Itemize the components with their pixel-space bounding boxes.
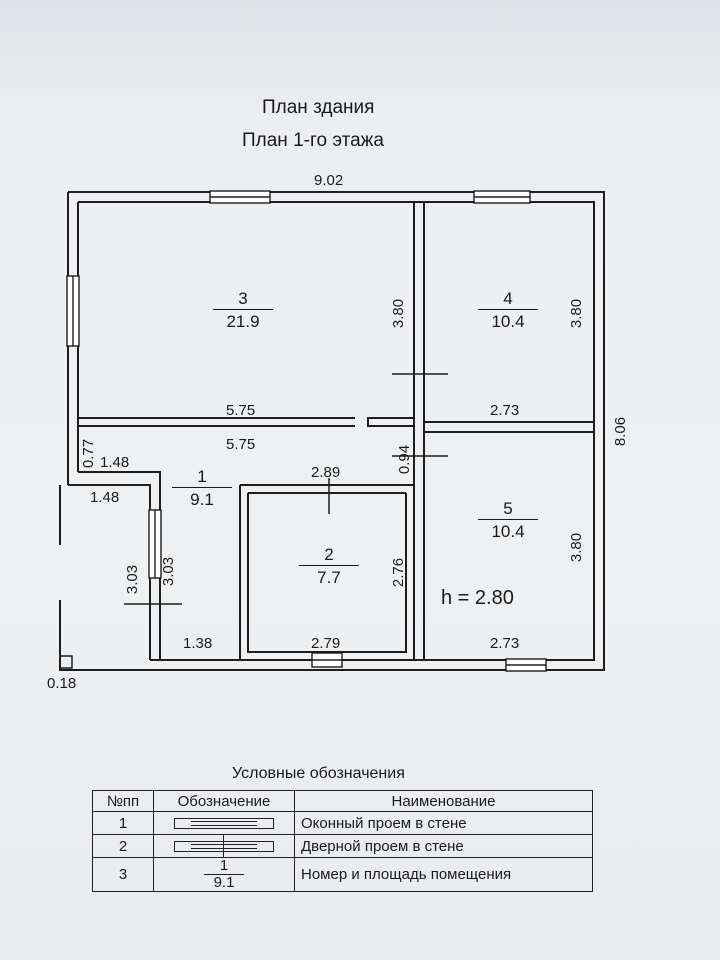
legend-row-door: 2 Дверной проем в стене <box>92 834 593 859</box>
partition-room4-5 <box>424 421 594 433</box>
room-number-sample: 1 9.1 <box>204 858 244 891</box>
dim-corridor-bottom: 1.38 <box>183 635 213 652</box>
room-label-5: 5 10.4 <box>478 500 538 540</box>
sample-number: 1 <box>204 858 244 875</box>
room-area: 21.9 <box>226 312 260 331</box>
dim-room4-width: 2.73 <box>490 402 520 419</box>
corner-mark <box>59 655 73 669</box>
dim-entry-width-lower: 1.48 <box>90 489 120 506</box>
legend-row-no: 1 <box>92 811 154 835</box>
entry-wall <box>68 471 161 660</box>
dim-room2-width-top: 2.89 <box>311 464 341 481</box>
room-label-1: 1 9.1 <box>172 468 232 508</box>
room-area: 7.7 <box>317 568 341 587</box>
sample-area: 9.1 <box>213 873 235 891</box>
dim-room3-height: 3.80 <box>390 298 408 329</box>
dim-entry-width-upper: 1.48 <box>100 454 130 471</box>
legend-table: №пп Обозначение Наименование 1 Оконный п… <box>92 790 593 892</box>
legend-row-symbol <box>153 834 295 859</box>
dim-room3-width-lower: 5.75 <box>226 436 256 453</box>
legend-header-symbol: Обозначение <box>153 790 295 812</box>
doors <box>124 373 448 605</box>
page-title: План здания <box>262 97 375 118</box>
room-number: 5 <box>478 500 538 520</box>
legend-header-name: Наименование <box>294 790 593 812</box>
room-number: 1 <box>172 468 232 488</box>
dim-wall-offset: 0.18 <box>47 675 77 692</box>
room-area: 10.4 <box>491 522 525 541</box>
legend-row-no: 2 <box>92 834 154 858</box>
legend-row-symbol <box>153 811 295 835</box>
dim-corridor-height-right: 3.03 <box>160 556 178 587</box>
room-number: 2 <box>299 546 359 566</box>
page-subtitle: План 1-го этажа <box>242 130 384 151</box>
room-label-3: 3 21.9 <box>213 290 273 330</box>
legend-row-name: Оконный проем в стене <box>294 811 593 835</box>
legend-header-no: №пп <box>92 790 154 812</box>
dim-overall-depth: 8.06 <box>612 416 630 447</box>
legend-row-symbol: 1 9.1 <box>153 857 295 892</box>
room-label-4: 4 10.4 <box>478 290 538 330</box>
room-label-2: 2 7.7 <box>299 546 359 586</box>
door-symbol-icon <box>174 834 274 859</box>
partition-room3 <box>78 417 355 427</box>
dim-room3-width-upper: 5.75 <box>226 402 256 419</box>
legend-header-row: №пп Обозначение Наименование <box>92 790 593 812</box>
dim-overall-width: 9.02 <box>314 172 344 189</box>
dim-entry-small: 0.77 <box>80 438 98 469</box>
ceiling-height: h = 2.80 <box>441 587 514 609</box>
dim-room5-width: 2.73 <box>490 635 520 652</box>
room-area: 10.4 <box>491 312 525 331</box>
room-number: 3 <box>213 290 273 310</box>
partition-vertical <box>413 202 425 660</box>
legend-row-window: 1 Оконный проем в стене <box>92 811 593 835</box>
dim-room5-height: 3.80 <box>568 532 586 563</box>
window-symbol-icon <box>174 818 274 830</box>
legend-title: Условные обозначения <box>232 765 405 782</box>
dim-room4-height: 3.80 <box>568 298 586 329</box>
windows <box>66 190 547 672</box>
dim-room2-height: 2.76 <box>390 557 408 588</box>
room-area: 9.1 <box>190 490 214 509</box>
legend-row-room: 3 1 9.1 Номер и площадь помещения <box>92 857 593 892</box>
partition-room3-right <box>367 417 415 427</box>
room2-walls <box>239 484 414 660</box>
dim-corridor-height-left: 3.03 <box>124 564 142 595</box>
legend-row-name: Номер и площадь помещения <box>294 857 593 892</box>
dim-room2-width-bottom: 2.79 <box>311 635 341 652</box>
legend-row-name: Дверной проем в стене <box>294 834 593 858</box>
room-number: 4 <box>478 290 538 310</box>
legend-row-no: 3 <box>92 857 154 892</box>
dim-corridor-gap: 0.94 <box>396 444 414 475</box>
